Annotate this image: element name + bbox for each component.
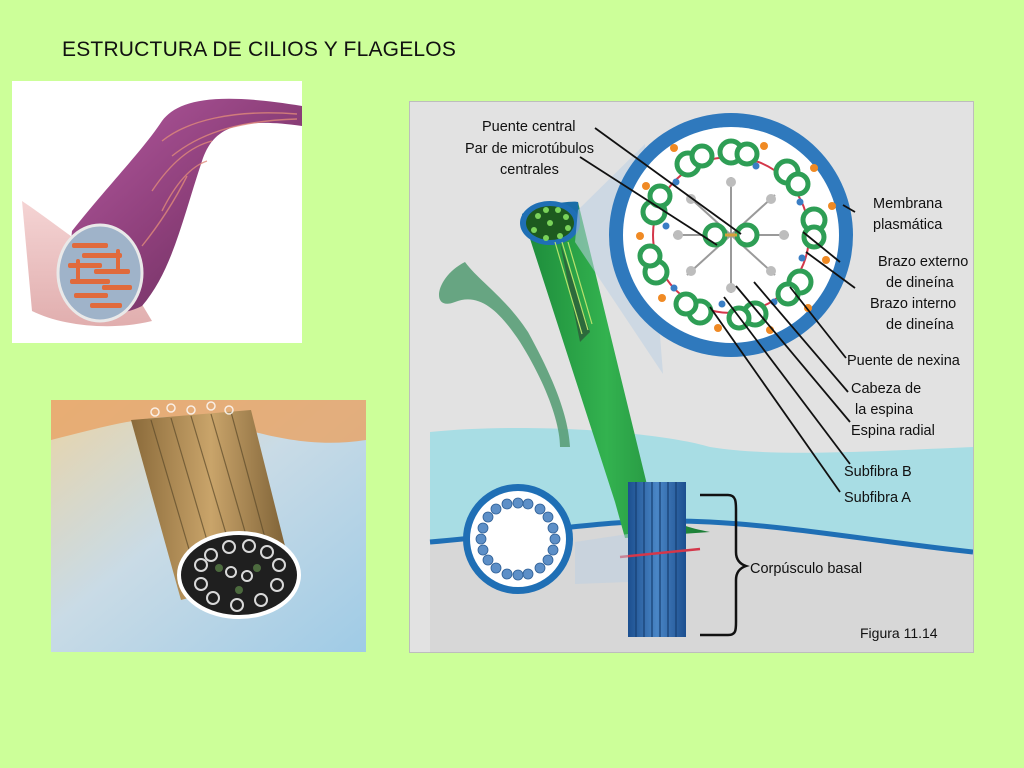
label-espina-radial: Espina radial	[851, 423, 935, 439]
label-brazo-interno-line2: de dineína	[886, 317, 955, 333]
slide-title: ESTRUCTURA DE CILIOS Y FLAGELOS	[62, 38, 457, 61]
label-subfibra-b: Subfibra B	[844, 464, 912, 480]
label-brazo-interno-line1: Brazo interno	[870, 296, 956, 312]
label-par-microtubulos-line1: Par de microtúbulos	[465, 141, 594, 157]
label-puente-nexina: Puente de nexina	[847, 353, 961, 369]
label-subfibra-a: Subfibra A	[844, 490, 911, 506]
cilium-cutaway-illustration	[12, 81, 302, 343]
label-corpusculo-basal: Corpúsculo basal	[750, 561, 862, 577]
label-puente-central: Puente central	[482, 119, 576, 135]
label-cabeza-espina-line2: la espina	[855, 402, 914, 418]
label-membrana-line2: plasmática	[873, 217, 943, 233]
label-brazo-externo-line1: Brazo externo	[878, 254, 968, 270]
figure-caption: Figura 11.14	[860, 625, 938, 641]
label-cabeza-espina-line1: Cabeza de	[851, 381, 921, 397]
axoneme-labeled-diagram: Puente central Par de microtúbulos centr…	[409, 101, 974, 653]
label-par-microtubulos-line2: centrales	[500, 162, 559, 178]
label-brazo-externo-line2: de dineína	[886, 275, 955, 291]
flagellum-cross-section-illustration	[51, 400, 366, 652]
label-membrana-line1: Membrana	[873, 196, 943, 212]
